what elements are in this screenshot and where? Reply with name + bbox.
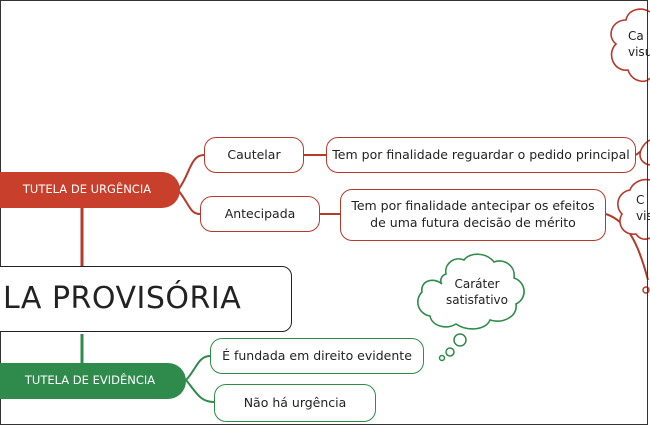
cloud-text-top-line1: Ca <box>628 29 644 43</box>
central-topic: LA PROVISÓRIA <box>0 266 292 332</box>
cloud-text-satisfativo: satisfativo <box>446 293 508 308</box>
connector-to-fundada <box>185 355 211 381</box>
cloud-shape-green <box>417 253 525 330</box>
node-nao-ha-urgencia: Não há urgência <box>214 384 376 422</box>
cloud-text-carater-satisfativo: Caráter satisfativo <box>432 276 522 308</box>
branch-tutela-urgencia: TUTELA DE URGÊNCIA <box>0 172 180 208</box>
central-topic-label: LA PROVISÓRIA <box>3 280 242 316</box>
node-antecipada-detail: Tem por finalidade antecipar os efeitos … <box>340 189 606 241</box>
branch-tutela-evidencia: TUTELA DE EVIDÊNCIA <box>0 363 186 399</box>
node-cautelar-detail: Tem por finalidade reguardar o pedido pr… <box>326 137 636 173</box>
node-antecipada-label: Antecipada <box>224 205 296 221</box>
cloud-shape-middle <box>617 178 650 240</box>
node-antecipada: Antecipada <box>200 196 320 232</box>
cloud-text-middle-line2: vis <box>636 209 650 224</box>
cloud-text-top: Ca visu <box>628 28 650 60</box>
cloud-bubble-green-2 <box>445 347 455 357</box>
node-cautelar: Cautelar <box>204 137 304 173</box>
connector-to-urgencia-nao <box>185 379 215 403</box>
node-cautelar-detail-label: Tem por finalidade reguardar o pedido pr… <box>332 146 630 162</box>
node-antecipada-detail-line2: de uma futura decisão de mérito <box>370 215 576 230</box>
cloud-bubble-green-3 <box>438 354 446 362</box>
cloud-shape-top <box>610 8 650 83</box>
cloud-text-middle-line1: C <box>636 193 645 207</box>
connector-to-cautelar <box>177 154 205 191</box>
node-fundada-label: É fundada em direito evidente <box>222 347 412 363</box>
cloud-bubble-green-1 <box>453 333 467 347</box>
cloud-text-middle: C vis <box>636 192 650 224</box>
node-nao-ha-urgencia-label: Não há urgência <box>243 394 347 410</box>
node-fundada-direito-evidente: É fundada em direito evidente <box>210 338 424 374</box>
connector-to-antecipada <box>177 189 201 215</box>
node-cautelar-label: Cautelar <box>227 146 281 162</box>
connector-detail-cloud-2 <box>605 213 649 281</box>
node-antecipada-detail-line1: Tem por finalidade antecipar os efeitos <box>351 198 595 214</box>
cloud-text-carater: Caráter <box>454 277 500 291</box>
branch-tutela-evidencia-label: TUTELA DE EVIDÊNCIA <box>24 373 156 388</box>
cloud-text-top-line2: visu <box>628 45 650 60</box>
branch-tutela-urgencia-label: TUTELA DE URGÊNCIA <box>22 182 152 197</box>
